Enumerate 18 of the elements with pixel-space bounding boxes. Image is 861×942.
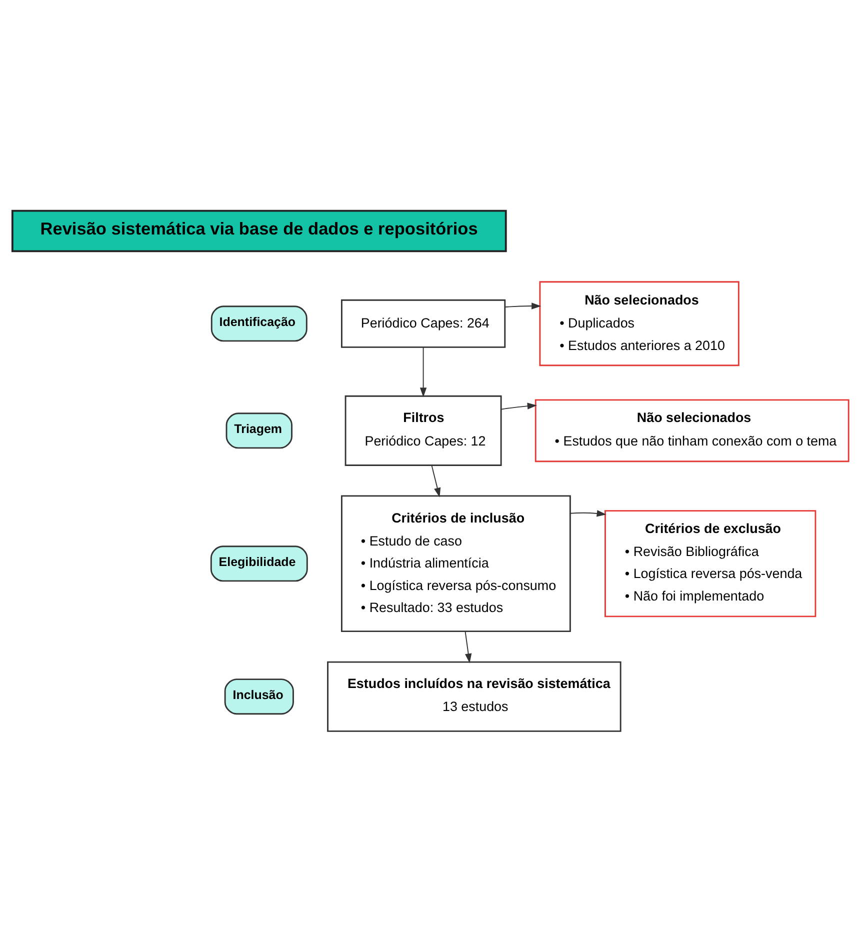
node-box: Não selecionados • Duplicados • Estudos anteriores a 2010 [539,281,740,366]
arrow [570,510,606,517]
node-box: Revisão sistemática via base de dados e repositórios [11,210,507,252]
node-box: Identificação [210,306,308,342]
node-box: Inclusão [224,678,294,715]
arrow [504,302,542,310]
node-box: Critérios de inclusão • Estudo de caso • Indústria alimentícia • Logística reversa pós-consumo • Resultado: 33 estudos [340,495,571,632]
node-box: Não selecionados • Estudos que não tinham conexão com o tema [534,399,850,462]
node-box: Critérios de exclusão • Revisão Bibliográfica • Logística reversa pós-venda • Não foi implementado [604,510,816,618]
arrow [500,402,537,410]
arrow [431,464,441,498]
arrow [464,631,472,664]
node-box: Triagem [226,412,292,449]
node-box: Estudos incluídos na revisão sistemática 13 estudos [327,661,622,732]
node-box: Filtros Periódico Capes: 12 [344,395,502,466]
node-box: Periódico Capes: 264 [340,299,506,348]
arrow [420,346,427,398]
node-box: Elegibilidade [210,546,308,582]
